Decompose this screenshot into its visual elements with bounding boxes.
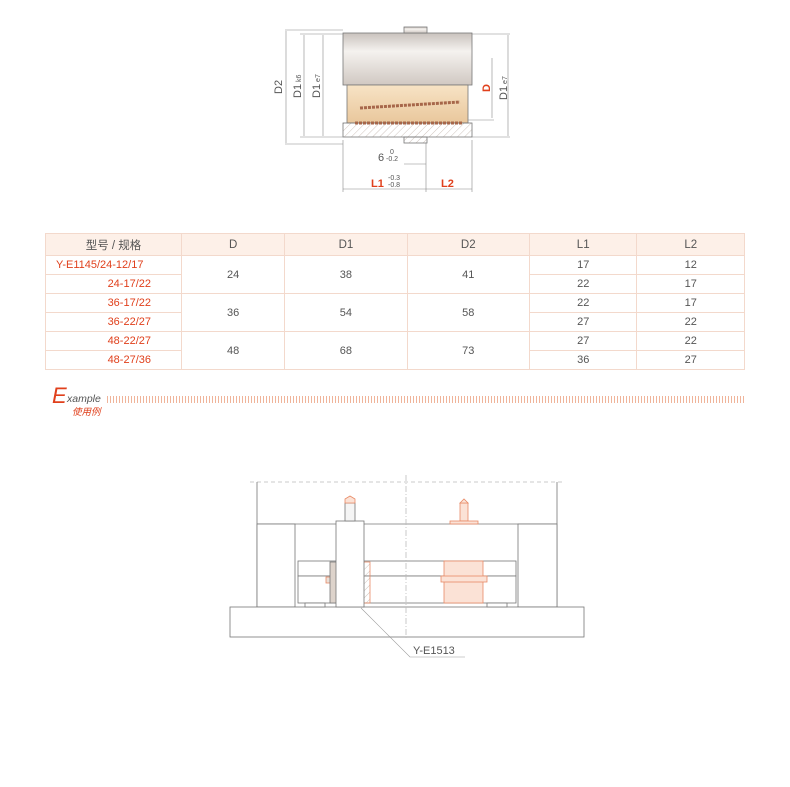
l2-cell: 17: [636, 293, 745, 313]
d2-cell: 73: [406, 331, 530, 370]
label-d1-e7-right: D1e7: [498, 76, 510, 100]
example-heading-initial: E: [52, 383, 67, 408]
col-l1: L1: [528, 233, 638, 256]
model-cell: 36-17/22: [45, 293, 182, 313]
d-cell: 48: [180, 331, 286, 370]
table-row: 48-22/27 48 68 73 27 22: [45, 331, 745, 370]
d-cell: 36: [180, 293, 286, 332]
d2-cell: 41: [406, 255, 530, 294]
l1-cell: 22: [528, 293, 638, 313]
l2-cell: 27: [636, 350, 745, 370]
label-d1-e7: D1e7: [311, 74, 323, 98]
model-cell: 48-22/27: [45, 331, 182, 351]
l2-cell: 22: [636, 331, 745, 351]
l1-cell: 22: [528, 274, 638, 294]
col-d: D: [180, 233, 286, 256]
label-l1: L1: [371, 178, 384, 190]
label-l2: L2: [441, 178, 454, 190]
example-heading-word: xample: [67, 393, 101, 405]
model-cell: 48-27/36: [45, 350, 182, 370]
label-d2: D2: [273, 80, 285, 94]
l1-tol-dn: -0.8: [388, 182, 400, 189]
col-d2: D2: [406, 233, 530, 256]
label-d: D: [481, 84, 493, 92]
model-cell: 36-22/27: [45, 312, 182, 332]
l1-cell: 27: [528, 312, 638, 332]
spec-table: 型号 / 规格 D D1 D2 L1 L2 Y-E1145/24-12/17 2…: [45, 233, 745, 370]
l2-cell: 12: [636, 255, 745, 275]
col-d1: D1: [284, 233, 408, 256]
six-tol-dn: -0.2: [386, 156, 398, 163]
l1-cell: 17: [528, 255, 638, 275]
model-cell: Y-E1145/24-12/17: [45, 255, 182, 275]
d-cell: 24: [180, 255, 286, 294]
col-model: 型号 / 规格: [45, 233, 182, 256]
table-row: Y-E1145/24-12/17 24 38 41 17 12: [45, 255, 745, 294]
d1-cell: 38: [284, 255, 408, 294]
table-row: 36-17/22 36 54 58 22 17: [45, 293, 745, 332]
l1-tol-up: -0.3: [388, 175, 400, 182]
l1-cell: 36: [528, 350, 638, 370]
col-l2: L2: [636, 233, 745, 256]
table-row: 48-27/36 36 27: [45, 350, 745, 370]
callout-label: Y-E1513: [413, 645, 455, 657]
table-header: 型号 / 规格 D D1 D2 L1 L2: [45, 233, 745, 256]
example-drawing: [229, 475, 585, 658]
l2-cell: 22: [636, 312, 745, 332]
l2-cell: 17: [636, 274, 745, 294]
d1-cell: 68: [284, 331, 408, 370]
l1-cell: 27: [528, 331, 638, 351]
d2-cell: 58: [406, 293, 530, 332]
d1-cell: 54: [284, 293, 408, 332]
six-tol-up: 0: [390, 149, 394, 156]
label-d1-k6: D1k6: [292, 74, 304, 98]
model-cell: 24-17/22: [45, 274, 182, 294]
label-six: 6: [378, 152, 384, 164]
example-divider: [107, 396, 745, 403]
bushing-drawing: [285, 26, 510, 192]
example-heading-cn: 使用例: [72, 407, 101, 418]
